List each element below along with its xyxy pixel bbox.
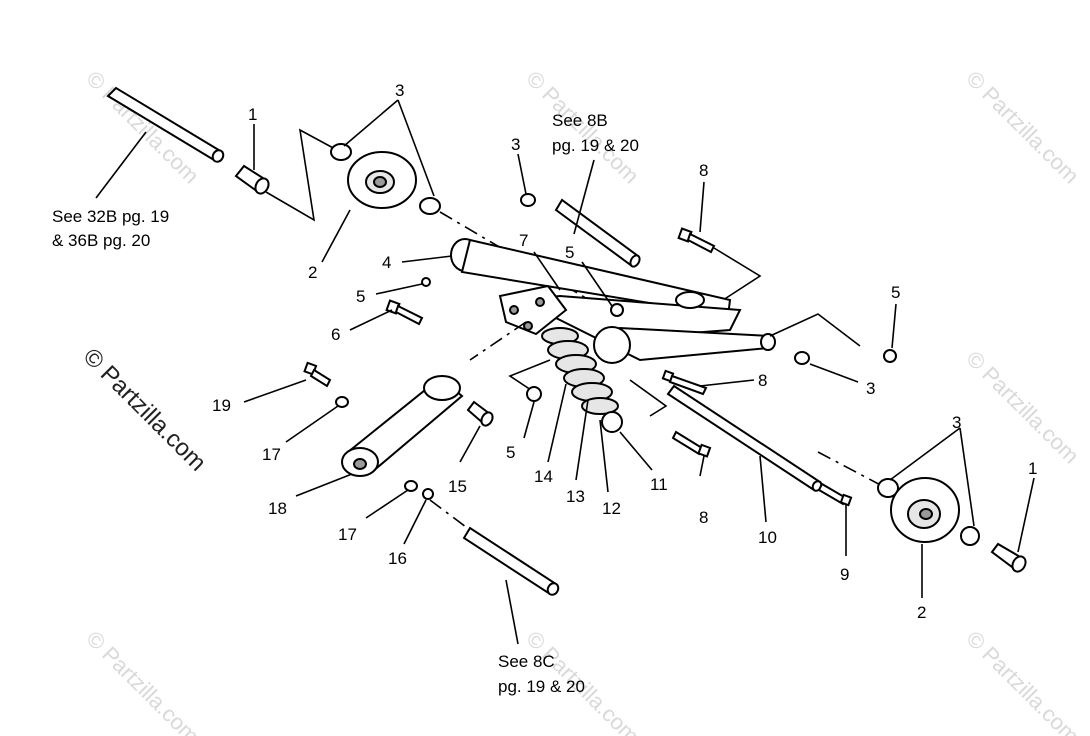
callout-10: 10 xyxy=(758,528,777,547)
watermark-faint: © Partzilla.com xyxy=(961,626,1084,736)
nut-16 xyxy=(422,488,434,500)
callout-7: 7 xyxy=(519,231,528,250)
washer-3-upper-a xyxy=(330,143,352,161)
bushing-15 xyxy=(466,400,494,427)
callout-17: 17 xyxy=(262,445,281,464)
callout-15: 15 xyxy=(448,477,467,496)
callout-5: 5 xyxy=(891,283,900,302)
callout-1: 1 xyxy=(1028,459,1037,478)
callout-19: 19 xyxy=(212,396,231,415)
callout-8: 8 xyxy=(699,508,708,527)
rod-10 xyxy=(666,384,823,492)
callout-12: 12 xyxy=(602,499,621,518)
bolt-8-lower xyxy=(671,430,712,458)
shock-spring-13 xyxy=(541,327,623,433)
bolt-9 xyxy=(817,482,853,507)
callout-17: 17 xyxy=(338,525,357,544)
idler-wheel-2-lower xyxy=(890,477,960,543)
rod-see-8c xyxy=(462,526,560,596)
callout-5: 5 xyxy=(356,287,365,306)
washer-17-b xyxy=(404,480,418,492)
washer-17-a xyxy=(335,396,349,408)
watermark-faint: © Partzilla.com xyxy=(961,346,1084,469)
nut-5-a xyxy=(421,277,431,287)
nut-5-b xyxy=(610,303,624,317)
callout-9: 9 xyxy=(840,565,849,584)
washer-3-lower-a xyxy=(877,478,899,498)
callout-6: 6 xyxy=(331,325,340,344)
callout-3: 3 xyxy=(395,81,404,100)
callout-14: 14 xyxy=(534,467,553,486)
callout-11: 11 xyxy=(650,475,668,494)
callout-8: 8 xyxy=(758,371,767,390)
callout-16: 16 xyxy=(388,549,407,568)
watermark-faint: © Partzilla.com xyxy=(81,66,204,189)
bolt-8-top xyxy=(677,227,716,254)
upper-left-shaft xyxy=(106,86,225,163)
torque-arm-18 xyxy=(341,375,464,477)
callout-5: 5 xyxy=(506,443,515,462)
bolt-19 xyxy=(303,361,332,388)
leader-lines xyxy=(95,99,1035,645)
washer-3-right xyxy=(794,351,810,365)
callout-5: 5 xyxy=(565,243,574,262)
washer-3-lower-b xyxy=(960,526,980,546)
watermark-faint: © Partzilla.com xyxy=(961,66,1084,189)
callout-3: 3 xyxy=(952,413,961,432)
callout-8: 8 xyxy=(699,161,708,180)
reference-line: pg. 19 & 20 xyxy=(552,136,639,155)
reference-line: pg. 19 & 20 xyxy=(498,677,585,696)
bushing-1-lower xyxy=(990,542,1027,573)
callout-1: 1 xyxy=(248,105,257,124)
bolt-8-middle xyxy=(661,369,708,396)
callout-3: 3 xyxy=(511,135,520,154)
callout-2: 2 xyxy=(917,603,926,622)
nut-5-right xyxy=(883,349,897,363)
bolt-6 xyxy=(385,299,424,326)
pivot-bracket-7 xyxy=(498,284,568,336)
washer-3-center xyxy=(520,193,536,207)
watermark-main: © Partzilla.com xyxy=(78,343,211,476)
washer-3-upper-b xyxy=(419,197,441,215)
reference-note-top-left: See 32B pg. 19 & 36B pg. 20 xyxy=(52,207,169,250)
reference-line: See 8B xyxy=(552,111,608,130)
watermark-faint: © Partzilla.com xyxy=(81,626,204,736)
callout-2: 2 xyxy=(308,263,317,282)
a-arm-4 xyxy=(450,238,776,364)
reference-line: & 36B pg. 20 xyxy=(52,231,150,250)
idler-wheel-2-upper xyxy=(347,151,417,209)
callout-18: 18 xyxy=(268,499,287,518)
nut-5-c xyxy=(526,386,542,402)
reference-note-top-center: See 8B pg. 19 & 20 xyxy=(552,111,639,155)
callout-3: 3 xyxy=(866,379,875,398)
bushing-1-upper xyxy=(234,164,270,195)
reference-line: See 32B pg. 19 xyxy=(52,207,169,226)
reference-line: See 8C xyxy=(498,652,555,671)
callout-13: 13 xyxy=(566,487,585,506)
reference-note-bottom-center: See 8C pg. 19 & 20 xyxy=(498,652,585,696)
rod-see-8b xyxy=(554,198,641,268)
callout-4: 4 xyxy=(382,253,391,272)
callout-numbers: 1 3 2 3 8 4 7 5 5 6 5 3 8 5 19 17 15 14 … xyxy=(212,81,1037,622)
